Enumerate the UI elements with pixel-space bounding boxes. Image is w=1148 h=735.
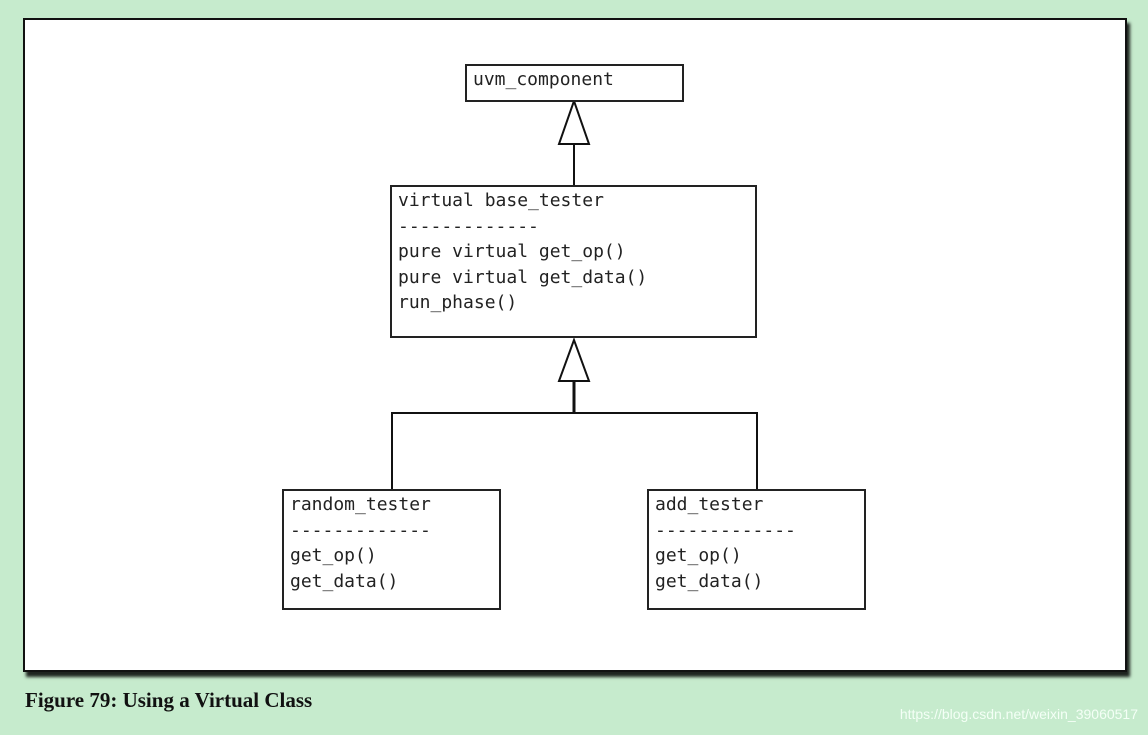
class-random-tester: random_tester ------------- get_op() get_da…: [282, 489, 501, 610]
class-base-tester: virtual base_tester ------------- pure vir…: [390, 185, 757, 338]
class-uvm-component: uvm_component: [465, 64, 684, 102]
class-add-tester: add_tester ------------- get_op() get_data(…: [647, 489, 866, 610]
class-line: -------------: [290, 519, 431, 541]
class-line: get_data(): [655, 570, 764, 592]
class-line: run_phase(): [398, 292, 518, 313]
class-line: virtual base_tester: [398, 190, 604, 211]
class-line: -------------: [398, 215, 539, 237]
class-line: pure virtual get_op(): [398, 241, 626, 262]
class-line: get_data(): [290, 570, 399, 592]
figure-frame: [23, 18, 1127, 672]
class-line: get_op(): [655, 545, 742, 566]
class-line: random_tester: [290, 494, 431, 515]
class-line: -------------: [655, 519, 796, 541]
watermark-url: https://blog.csdn.net/weixin_39060517: [899, 706, 1138, 722]
class-line: uvm_component: [473, 69, 614, 90]
figure-caption: Figure 79: Using a Virtual Class: [25, 688, 313, 712]
class-line: pure virtual get_data(): [398, 266, 648, 288]
class-line: add_tester: [655, 494, 764, 515]
class-line: get_op(): [290, 545, 377, 566]
